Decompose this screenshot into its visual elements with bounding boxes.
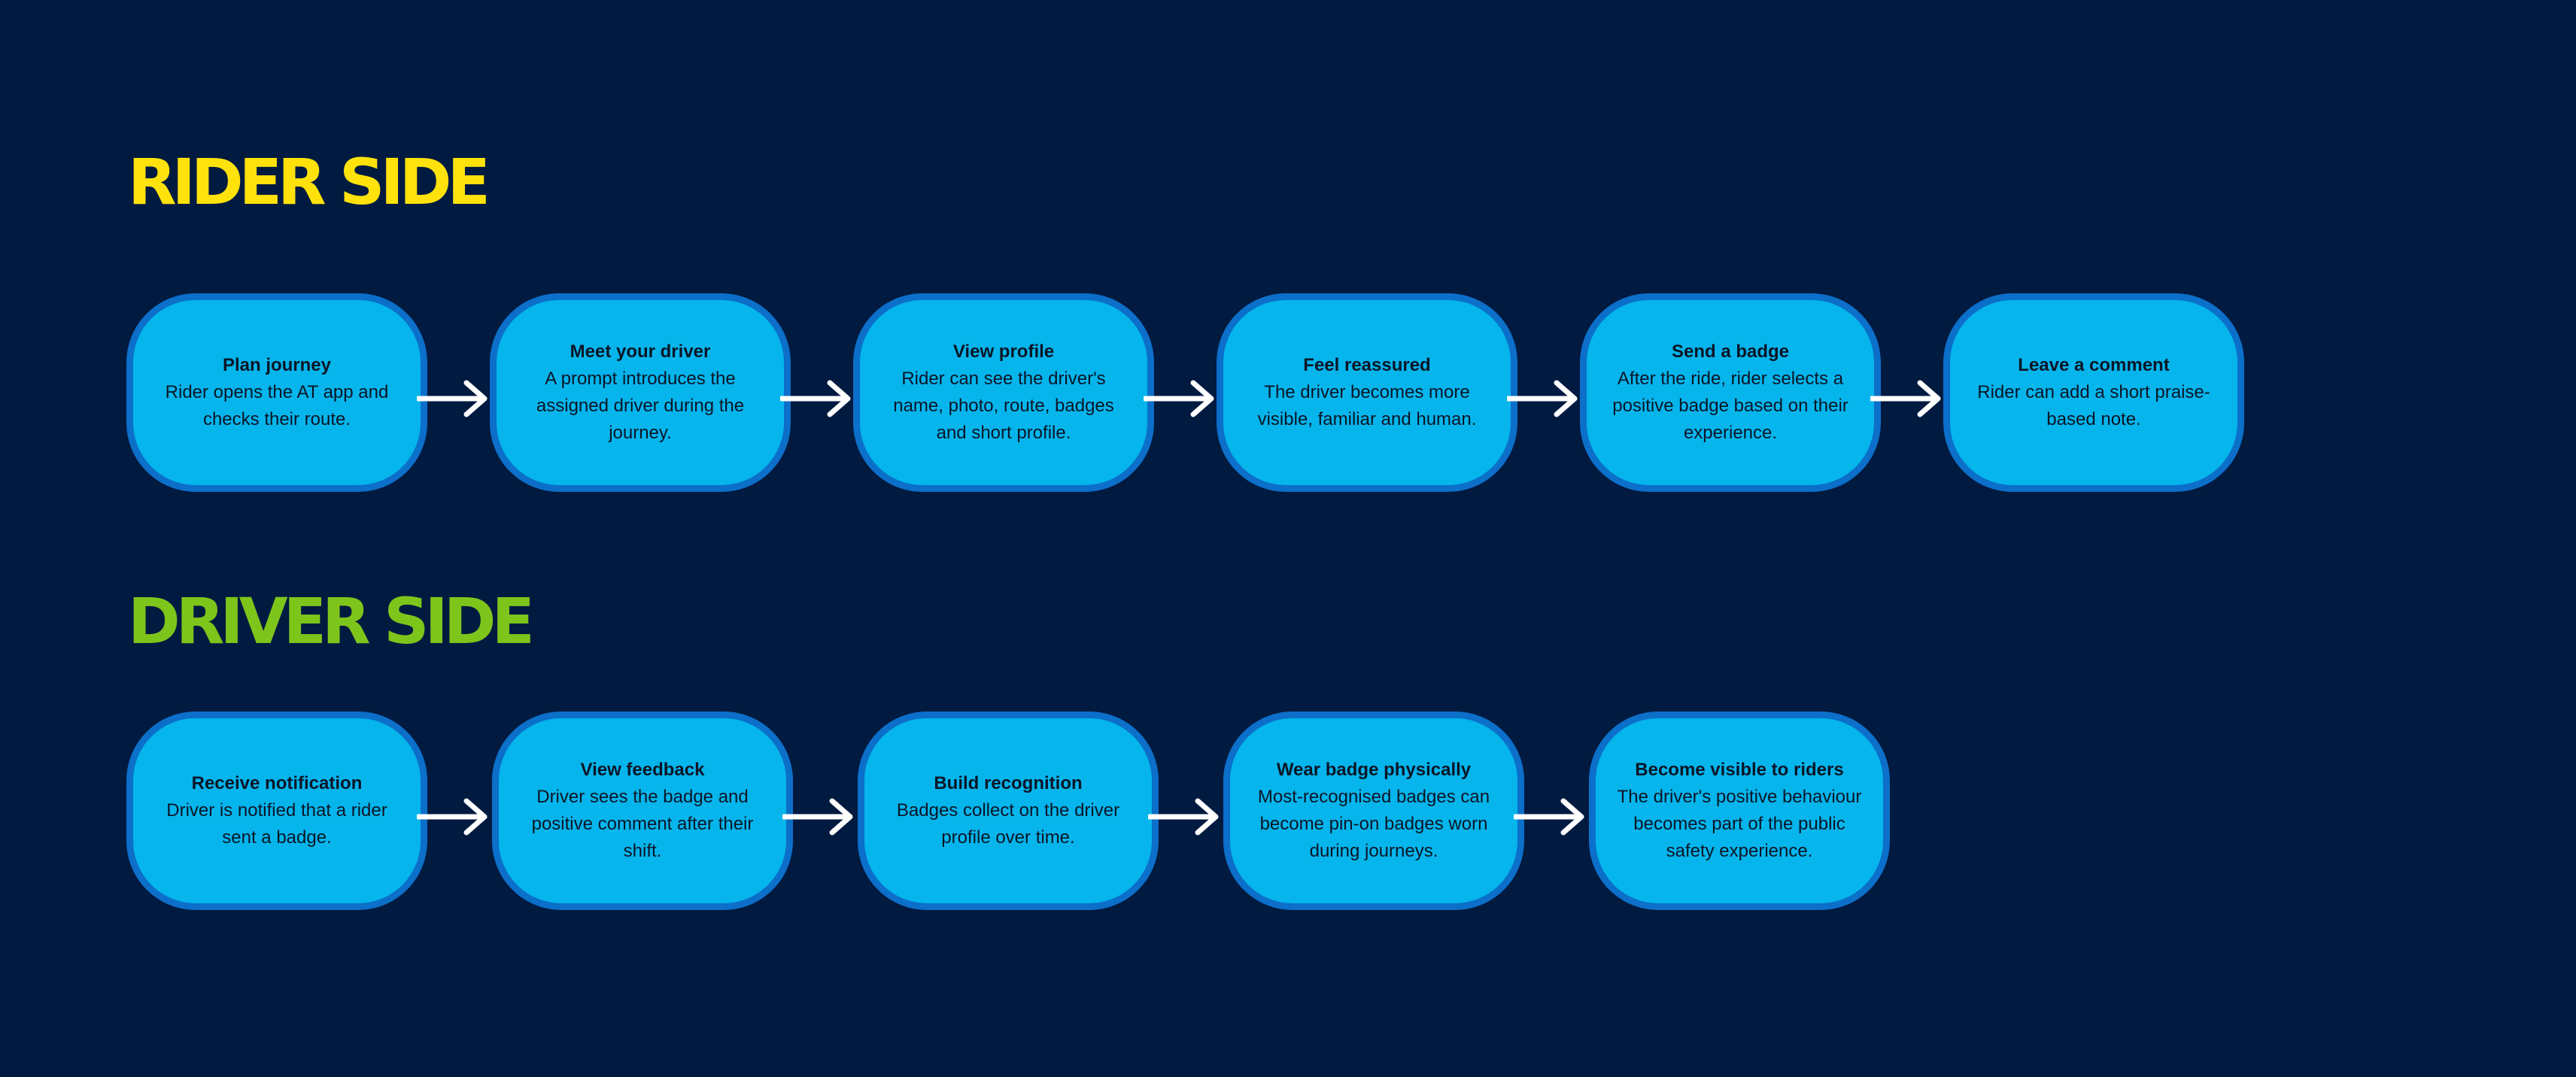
step-description: The driver's positive behaviour becomes … xyxy=(1617,787,1862,861)
step-description: The driver becomes more visible, familia… xyxy=(1257,382,1477,429)
step-title: Become visible to riders xyxy=(1635,760,1844,780)
rider-side-heading: RIDER SIDE xyxy=(128,145,491,219)
step-title: Feel reassured xyxy=(1303,355,1431,375)
arrow-right-icon xyxy=(1507,380,1578,417)
step-title: Leave a comment xyxy=(2018,355,2170,375)
step-description: After the ride, rider selects a positive… xyxy=(1612,369,1848,443)
arrow-right-icon xyxy=(1144,380,1214,417)
arrow-right-icon xyxy=(1148,798,1219,836)
driver-side-heading: DRIVER SIDE xyxy=(128,584,535,658)
step-title: Meet your driver xyxy=(570,341,711,362)
step-title: Wear badge physically xyxy=(1276,760,1472,780)
step-title: Receive notification xyxy=(191,773,363,793)
arrow-right-icon xyxy=(1514,798,1584,836)
step-description: Rider opens the AT app and checks their … xyxy=(165,382,389,429)
arrow-right-icon xyxy=(782,798,853,836)
arrow-right-icon xyxy=(417,798,488,836)
step-description: Badges collect on the driver profile ove… xyxy=(896,800,1120,848)
step-description: Rider can see the driver's name, photo, … xyxy=(893,369,1114,443)
step-title: Build recognition xyxy=(934,773,1083,793)
step-title: Send a badge xyxy=(1671,341,1790,362)
step-description: A prompt introduces the assigned driver … xyxy=(536,369,745,443)
rider-step-box: Meet your driver A prompt introduces the … xyxy=(490,293,791,492)
arrow-right-icon xyxy=(780,380,851,417)
step-description: Driver sees the badge and positive comme… xyxy=(531,787,754,861)
step-description: Rider can add a short praise-based note. xyxy=(1977,382,2210,429)
step-description: Driver is notified that a rider sent a b… xyxy=(166,800,387,848)
step-title: View feedback xyxy=(580,760,705,780)
arrow-right-icon xyxy=(417,380,488,417)
step-description: Most-recognised badges can become pin-on… xyxy=(1257,787,1490,861)
step-title: Plan journey xyxy=(222,355,332,375)
step-title: View profile xyxy=(952,341,1055,362)
arrow-right-icon xyxy=(1870,380,1941,417)
